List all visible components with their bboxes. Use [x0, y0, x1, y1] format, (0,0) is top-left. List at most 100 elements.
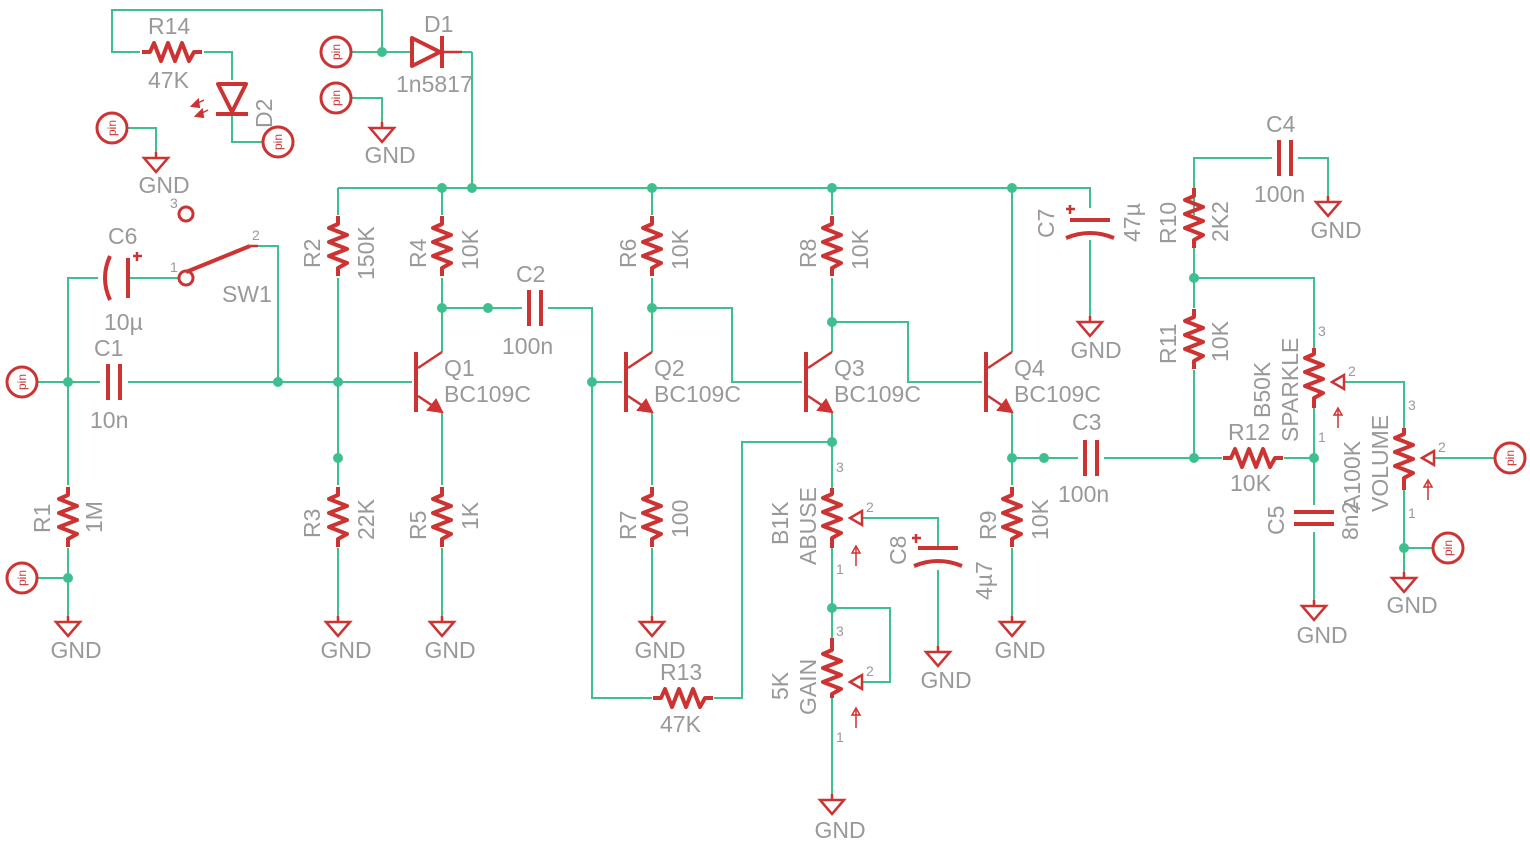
- r3-name: R3: [299, 509, 325, 538]
- r3-value: 22K: [353, 498, 379, 540]
- gnd-symbol-c8: GND: [920, 644, 972, 693]
- transistor-q2[interactable]: Q2 BC109C: [624, 350, 741, 414]
- capacitor-c6[interactable]: C6 10µ: [103, 223, 143, 335]
- volume-name: VOLUME: [1367, 415, 1393, 512]
- volume-pin3: 3: [1408, 397, 1416, 413]
- resistor-r1[interactable]: R1 1M: [29, 485, 107, 549]
- resistor-r12[interactable]: R12 10K: [1221, 419, 1285, 496]
- r13-value: 47K: [660, 711, 702, 737]
- pin-connector-power[interactable]: pin: [319, 35, 353, 69]
- transistor-q4[interactable]: Q4 BC109C: [984, 350, 1101, 414]
- d1-name: D1: [424, 11, 453, 37]
- volume-pin1: 1: [1408, 505, 1416, 521]
- sw1-pin3: 3: [170, 195, 178, 211]
- gnd-symbol-r9: GND: [994, 614, 1046, 663]
- gain-pin2: 2: [866, 663, 874, 679]
- q3-value: BC109C: [834, 381, 921, 407]
- junctions: [63, 47, 1409, 613]
- potentiometer-abuse[interactable]: 3 2 1 B1K ABUSE: [767, 459, 874, 577]
- resistor-r9[interactable]: R9 10K: [975, 485, 1053, 549]
- r2-value: 150K: [353, 226, 379, 280]
- resistor-r4[interactable]: R4 10K: [405, 214, 483, 278]
- sparkle-value: B50K: [1249, 361, 1275, 418]
- r12-value: 10K: [1230, 470, 1272, 496]
- resistor-r3[interactable]: R3 22K: [299, 485, 379, 549]
- capacitor-c1[interactable]: C1 10n: [90, 335, 128, 433]
- resistor-r2[interactable]: R2 150K: [299, 214, 379, 280]
- pin-connector-input[interactable]: pin: [5, 365, 39, 399]
- q2-value: BC109C: [654, 381, 741, 407]
- resistor-r6[interactable]: R6 10K: [615, 214, 693, 278]
- resistor-r8[interactable]: R8 10K: [795, 214, 873, 278]
- potentiometer-gain[interactable]: 3 2 1 5K GAIN: [767, 623, 874, 745]
- gnd-symbol-r5: GND: [424, 614, 476, 663]
- gnd-label: GND: [1310, 217, 1361, 243]
- gnd-symbol-c7: GND: [1070, 314, 1122, 363]
- abuse-pin3: 3: [836, 459, 844, 475]
- resistor-r14[interactable]: R14 47K: [140, 13, 204, 93]
- gnd-label: GND: [920, 667, 971, 693]
- resistor-r10[interactable]: R10 2K2: [1155, 186, 1233, 250]
- q4-value: BC109C: [1014, 381, 1101, 407]
- gnd-symbol-r3: GND: [320, 614, 372, 663]
- gnd-symbol-r7: GND: [634, 614, 686, 663]
- r4-value: 10K: [457, 228, 483, 270]
- r10-value: 2K2: [1207, 201, 1233, 242]
- r1-name: R1: [29, 504, 55, 533]
- pin-connector-input-gnd[interactable]: pin: [5, 561, 39, 595]
- d2-name: D2: [251, 99, 277, 128]
- resistor-r13[interactable]: R13 47K: [651, 659, 715, 737]
- sparkle-name: SPARKLE: [1277, 338, 1303, 442]
- r6-value: 10K: [667, 228, 693, 270]
- pin-connector-gnd-top[interactable]: pin: [319, 81, 353, 115]
- resistor-r11[interactable]: R11 10K: [1155, 307, 1233, 371]
- q3-name: Q3: [834, 355, 865, 381]
- led-d2[interactable]: D2: [189, 82, 277, 128]
- volume-pin2: 2: [1438, 439, 1446, 455]
- c1-name: C1: [94, 335, 123, 361]
- pin-connector-gnd-left[interactable]: pin: [95, 111, 129, 145]
- r2-name: R2: [299, 239, 325, 268]
- gain-name: GAIN: [795, 659, 821, 715]
- r11-value: 10K: [1207, 320, 1233, 362]
- pin-connector-led[interactable]: pin: [261, 125, 295, 159]
- capacitor-c3[interactable]: C3 100n: [1058, 409, 1109, 507]
- r9-value: 10K: [1027, 498, 1053, 540]
- c4-name: C4: [1266, 111, 1296, 137]
- r13-name: R13: [660, 659, 702, 685]
- gnd-symbol-c4: GND: [1310, 194, 1362, 243]
- sparkle-pin1: 1: [1318, 429, 1326, 445]
- diode-d1[interactable]: D1 1n5817: [396, 11, 473, 97]
- resistor-r7[interactable]: R7 100: [615, 485, 693, 549]
- pin-label: pin: [1503, 450, 1517, 466]
- gain-value: 5K: [767, 671, 793, 700]
- resistor-r5[interactable]: R5 1K: [405, 485, 483, 549]
- capacitor-c7[interactable]: C7 47µ: [1033, 203, 1145, 242]
- transistor-q3[interactable]: Q3 BC109C: [804, 350, 921, 414]
- capacitor-c2[interactable]: C2 100n: [502, 261, 553, 359]
- q1-name: Q1: [444, 355, 475, 381]
- gnd-label: GND: [50, 637, 101, 663]
- gnd-label: GND: [814, 817, 865, 843]
- r5-name: R5: [405, 511, 431, 540]
- r10-name: R10: [1155, 202, 1181, 244]
- pin-connector-output[interactable]: pin: [1493, 441, 1527, 475]
- c2-name: C2: [516, 261, 545, 287]
- gnd-label: GND: [1070, 337, 1121, 363]
- pin-connector-volume-gnd[interactable]: pin: [1431, 531, 1465, 565]
- potentiometer-volume[interactable]: 3 2 1 A100K VOLUME: [1339, 397, 1446, 521]
- pin-label: pin: [15, 374, 29, 390]
- capacitor-c4[interactable]: C4 100n: [1254, 111, 1305, 207]
- r7-name: R7: [615, 511, 641, 540]
- wires: [38, 9, 1494, 800]
- transistor-q1[interactable]: Q1 BC109C: [414, 350, 531, 414]
- c5-value: 8n2: [1337, 502, 1363, 540]
- r8-name: R8: [795, 239, 821, 268]
- capacitor-c8[interactable]: C8 4µ7: [885, 534, 997, 600]
- capacitor-c5[interactable]: C5 8n2: [1263, 502, 1363, 540]
- gnd-label: GND: [320, 637, 371, 663]
- potentiometer-sparkle[interactable]: 3 2 1 B50K SPARKLE: [1249, 323, 1356, 445]
- r6-name: R6: [615, 239, 641, 268]
- switch-sw1[interactable]: 1 2 3 SW1: [170, 195, 272, 307]
- gnd-label: GND: [364, 142, 415, 168]
